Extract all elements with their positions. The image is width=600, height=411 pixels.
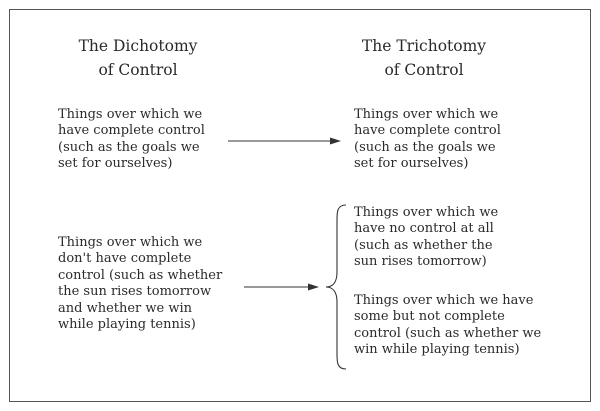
text-line: (such as whether the (354, 237, 493, 253)
diagram-frame (9, 9, 591, 402)
text-line: have no control at all (354, 221, 494, 237)
text-line: Things over which we (58, 107, 203, 122)
trichotomy-complete-control: Things over which we have complete contr… (354, 107, 501, 173)
trichotomy-heading-line: of Control (384, 61, 464, 79)
text-line: some but not complete (354, 309, 505, 325)
text-line: Things over which we (354, 107, 499, 122)
text-line: Things over which we (354, 205, 499, 220)
dichotomy-complete-control: Things over which we have complete contr… (58, 107, 205, 173)
dichotomy-heading: The Dichotomy of Control (58, 34, 218, 82)
trichotomy-heading-line: The Trichotomy (361, 37, 487, 55)
text-line: don't have complete (58, 251, 192, 267)
text-line: control (such as whether we (354, 325, 542, 341)
text-line: (such as the goals we (58, 139, 200, 155)
text-line: set for ourselves) (58, 156, 173, 172)
trichotomy-heading: The Trichotomy of Control (344, 34, 504, 82)
text-line: control (such as whether (58, 267, 223, 283)
text-line: set for ourselves) (354, 156, 469, 172)
text-line: have complete control (354, 123, 501, 139)
text-line: and whether we win (58, 300, 193, 316)
text-line: sun rises tomorrow) (354, 254, 487, 270)
text-line: the sun rises tomorrow (58, 284, 212, 300)
dichotomy-heading-line: of Control (98, 61, 178, 79)
arrow-bottom (244, 283, 319, 291)
dichotomy-not-complete-control: Things over which we don't have complete… (58, 235, 222, 333)
trichotomy-some-control: Things over which we have some but not c… (354, 293, 541, 359)
text-line: have complete control (58, 123, 205, 139)
text-line: Things over which we have (354, 293, 534, 308)
arrow-top (228, 137, 341, 145)
text-line: (such as the goals we (354, 139, 496, 155)
text-line: while playing tennis) (58, 317, 196, 333)
curly-brace (325, 204, 347, 370)
text-line: Things over which we (58, 235, 203, 250)
trichotomy-no-control: Things over which we have no control at … (354, 205, 498, 271)
text-line: win while playing tennis) (354, 342, 520, 358)
dichotomy-heading-line: The Dichotomy (78, 37, 198, 55)
